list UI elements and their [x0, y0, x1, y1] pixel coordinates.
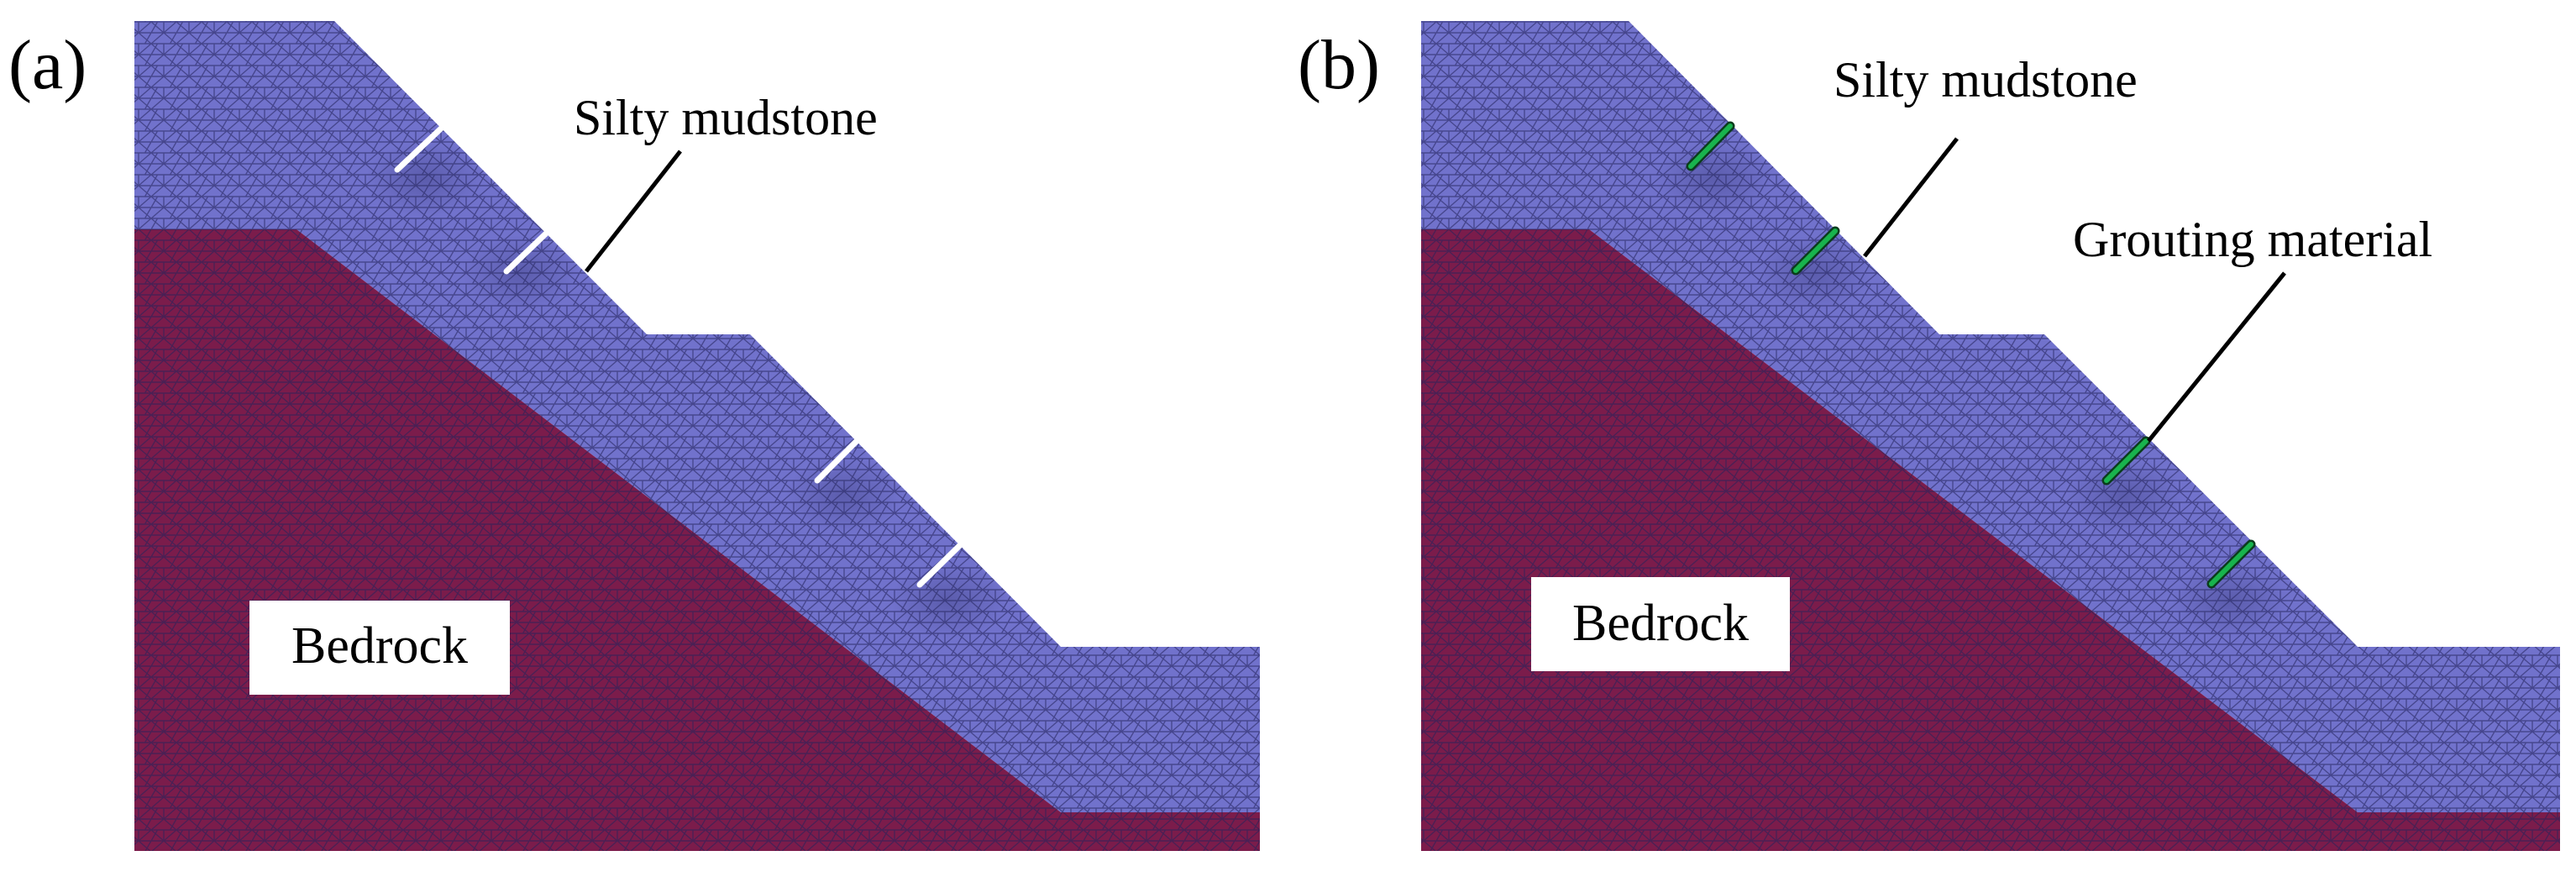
panel-a-dense-zone-1 — [365, 141, 483, 217]
panel-a-label: (a) — [8, 26, 87, 104]
panel-b-label: (b) — [1298, 26, 1380, 104]
panel-b-bedrock-label: Bedrock — [1572, 595, 1749, 652]
panel-b-bedrock-label-box — [1531, 577, 1790, 671]
panel-a-bedrock-mesh — [134, 229, 1260, 851]
panel-b-grout-2 — [1793, 228, 1838, 273]
panel-b-grout-3 — [2104, 438, 2148, 483]
panel-a-mudstone-leader — [585, 150, 682, 273]
panel-b-grouted-cracks — [1686, 121, 2256, 589]
panel-b-mudstone-leader — [1863, 137, 1959, 258]
panel-b-bedrock-mesh — [1421, 229, 2560, 851]
panel-a-dense-zone-3 — [785, 458, 903, 533]
panel-a: (a) Silty mudstone Bedrock — [8, 21, 1260, 851]
panel-b-dense-zone-2 — [1755, 235, 1873, 311]
panel-b: (b) Silty mudstone Grouting material — [1298, 21, 2560, 851]
panel-a-dense-zone-2 — [462, 235, 580, 311]
panel-a-bedrock-label: Bedrock — [291, 617, 468, 675]
panel-b-grout-leader — [2147, 271, 2286, 443]
panel-a-cracks — [394, 125, 963, 588]
panel-a-crack-4 — [916, 543, 963, 588]
panel-a-bedrock-label-box — [249, 601, 510, 695]
panel-b-grout-1 — [1688, 123, 1733, 169]
panel-b-grout-4 — [2209, 542, 2253, 586]
panel-b-mudstone-label: Silty mudstone — [1834, 52, 2138, 108]
panel-a-crack-3 — [814, 438, 860, 484]
panel-a-dense-zone-4 — [890, 563, 1008, 638]
panel-b-dense-zone-3 — [2066, 458, 2184, 533]
panel-a-mudstone-label: Silty mudstone — [574, 90, 878, 145]
panel-a-crack-2 — [503, 230, 549, 275]
panel-b-dense-zone-1 — [1655, 141, 1772, 217]
panel-b-dense-zone-4 — [2171, 563, 2289, 638]
panel-b-grout-label: Grouting material — [2073, 212, 2432, 267]
panel-a-crack-1 — [394, 125, 444, 173]
